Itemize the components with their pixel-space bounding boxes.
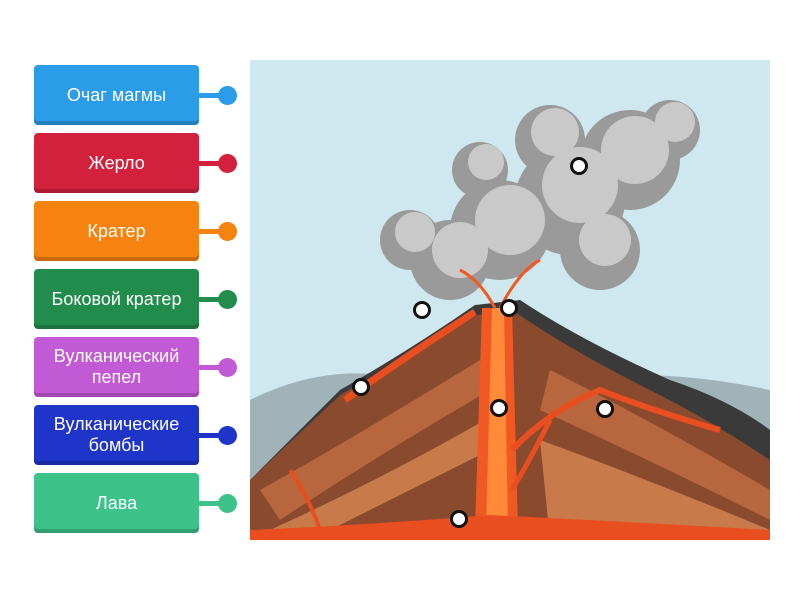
connector-line xyxy=(199,229,223,234)
connector-line xyxy=(199,297,223,302)
drop-target-marker[interactable] xyxy=(450,510,468,528)
connector-dot[interactable] xyxy=(218,154,237,173)
label-text: Вулканический пепел xyxy=(53,346,180,387)
draggable-label[interactable]: Лава xyxy=(34,473,199,533)
connector-line xyxy=(199,93,223,98)
label-text: Боковой кратер xyxy=(51,288,182,309)
label-text: Вулканические бомбы xyxy=(53,414,180,455)
label-text: Лава xyxy=(95,492,138,513)
connector-dot[interactable] xyxy=(218,222,237,241)
connector-dot[interactable] xyxy=(218,426,237,445)
drop-target-marker[interactable] xyxy=(352,378,370,396)
draggable-label[interactable]: Боковой кратер xyxy=(34,269,199,329)
draggable-label[interactable]: Кратер xyxy=(34,201,199,261)
draggable-label[interactable]: Вулканические бомбы xyxy=(34,405,199,465)
draggable-label[interactable]: Очаг магмы xyxy=(34,65,199,125)
volcano-illustration xyxy=(250,100,770,540)
volcano-diagram xyxy=(250,60,770,540)
draggable-label[interactable]: Жерло xyxy=(34,133,199,193)
label-text: Кратер xyxy=(87,220,146,241)
drop-target-marker[interactable] xyxy=(570,157,588,175)
connector-dot[interactable] xyxy=(218,86,237,105)
draggable-label[interactable]: Вулканический пепел xyxy=(34,337,199,397)
drop-target-marker[interactable] xyxy=(490,399,508,417)
connector-dot[interactable] xyxy=(218,358,237,377)
connector-line xyxy=(199,433,223,438)
drop-target-marker[interactable] xyxy=(500,299,518,317)
label-text: Жерло xyxy=(88,152,145,173)
drop-target-marker[interactable] xyxy=(596,400,614,418)
connector-dot[interactable] xyxy=(218,494,237,513)
connector-line xyxy=(199,501,223,506)
label-text: Очаг магмы xyxy=(66,84,167,105)
connector-line xyxy=(199,365,223,370)
connector-dot[interactable] xyxy=(218,290,237,309)
drop-target-marker[interactable] xyxy=(413,301,431,319)
connector-line xyxy=(199,161,223,166)
